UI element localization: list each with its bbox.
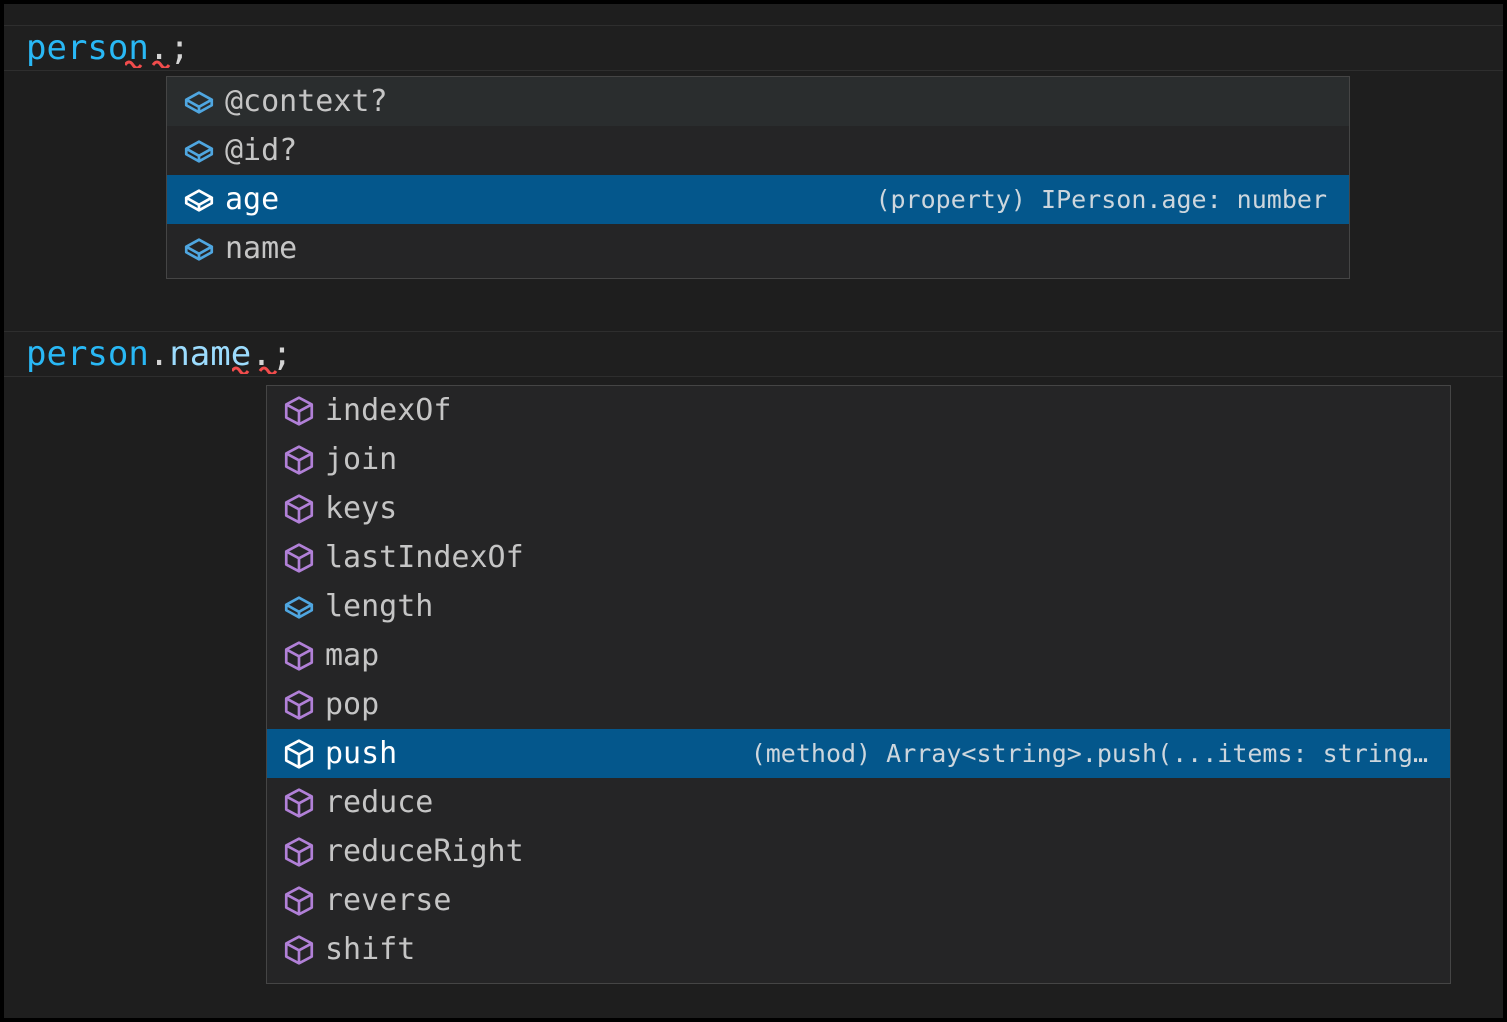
- property-cube-icon: [179, 224, 219, 273]
- pane-one: person . ; @context? @id? age (property) IP…: [4, 4, 1503, 309]
- suggest-item-label: reduceRight: [325, 834, 524, 869]
- suggest-item-label: map: [325, 638, 380, 673]
- property-cube-icon: [279, 582, 319, 631]
- code-token-semicolon: ;: [169, 28, 190, 68]
- suggest-item-lastindexof[interactable]: lastIndexOf: [267, 533, 1450, 582]
- method-cube-icon: [279, 484, 319, 533]
- suggest-item-join[interactable]: join: [267, 435, 1450, 484]
- code-token-semicolon: ;: [271, 334, 293, 374]
- error-squiggle-icon: [125, 59, 189, 68]
- suggest-item-label: join: [325, 442, 398, 477]
- suggest-item-context[interactable]: @context?: [167, 77, 1349, 126]
- suggest-item-detail: (property) IPerson.age: number: [875, 185, 1327, 214]
- suggest-item-label: @context?: [225, 84, 388, 119]
- error-squiggle-icon: [232, 365, 296, 374]
- suggest-item-label: indexOf: [325, 393, 452, 428]
- method-cube-icon: [279, 778, 319, 827]
- code-token-dot-2: .: [251, 334, 272, 374]
- suggest-item-label: shift: [325, 932, 416, 967]
- suggest-item-indexof[interactable]: indexOf: [267, 386, 1450, 435]
- suggest-item-name[interactable]: name: [167, 224, 1349, 273]
- suggest-item-detail: (method) Array<string>.push(...items: st…: [750, 739, 1428, 768]
- method-cube-icon: [279, 729, 319, 778]
- suggest-item-age[interactable]: age (property) IPerson.age: number: [167, 175, 1349, 224]
- suggest-item-label: pop: [325, 687, 380, 722]
- method-cube-icon: [279, 631, 319, 680]
- suggest-item-label: age: [225, 182, 280, 217]
- suggest-item-label: @id?: [225, 133, 298, 168]
- method-cube-icon: [279, 925, 319, 974]
- suggest-item-map[interactable]: map: [267, 631, 1450, 680]
- pane-two: person . name . ; indexOf join keys lastInd…: [4, 309, 1503, 1018]
- suggest-item-shift[interactable]: shift: [267, 925, 1450, 974]
- suggest-widget-person[interactable]: @context? @id? age (property) IPerson.age: …: [166, 76, 1350, 279]
- suggest-item-push[interactable]: push (method) Array<string>.push(...items…: [267, 729, 1450, 778]
- suggest-item-label: keys: [325, 491, 398, 526]
- suggest-item-length[interactable]: length: [267, 582, 1450, 631]
- suggest-item-label: name: [225, 231, 298, 266]
- suggest-item-id[interactable]: @id?: [167, 126, 1349, 175]
- suggest-item-label: reduce: [325, 785, 434, 820]
- property-cube-icon: [179, 126, 219, 175]
- method-cube-icon: [279, 386, 319, 435]
- suggest-item-reverse[interactable]: reverse: [267, 876, 1450, 925]
- code-token-dot-1: .: [148, 334, 170, 374]
- suggest-item-label: reverse: [325, 883, 452, 918]
- method-cube-icon: [279, 827, 319, 876]
- method-cube-icon: [279, 876, 319, 925]
- suggest-item-label: length: [325, 589, 434, 624]
- property-cube-icon: [179, 175, 219, 224]
- code-token-dot: .: [148, 28, 170, 68]
- method-cube-icon: [279, 680, 319, 729]
- method-cube-icon: [279, 435, 319, 484]
- method-cube-icon: [279, 533, 319, 582]
- suggest-item-label: push: [325, 736, 398, 771]
- code-token-variable: person: [26, 334, 149, 374]
- suggest-item-label: lastIndexOf: [325, 540, 524, 575]
- code-line-person-name[interactable]: person . name . ;: [4, 331, 1503, 377]
- suggest-widget-person-name[interactable]: indexOf join keys lastIndexOf length map pop pu…: [266, 385, 1451, 984]
- suggest-item-reduce[interactable]: reduce: [267, 778, 1450, 827]
- property-cube-icon: [179, 77, 219, 126]
- suggest-item-keys[interactable]: keys: [267, 484, 1450, 533]
- code-line-person[interactable]: person . ;: [4, 25, 1503, 71]
- suggest-item-reduceright[interactable]: reduceRight: [267, 827, 1450, 876]
- suggest-item-pop[interactable]: pop: [267, 680, 1450, 729]
